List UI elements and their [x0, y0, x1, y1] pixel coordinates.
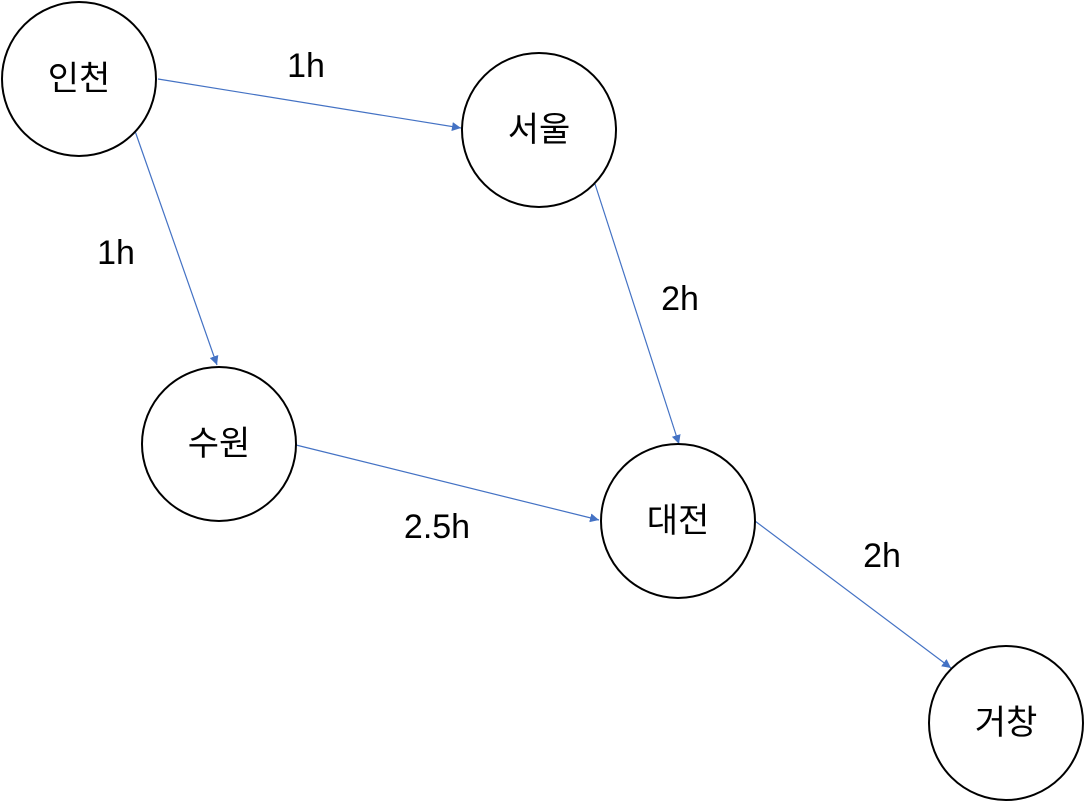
edge-suwon-daejeon: [295, 444, 600, 523]
edge-label-incheon-suwon: 1h: [97, 234, 135, 272]
node-label-incheon: 인천: [48, 59, 111, 99]
edge-label-seoul-daejeon: 2h: [661, 280, 699, 318]
node-label-suwon: 수원: [188, 424, 251, 464]
edge-daejeon-geochang: [754, 520, 952, 669]
node-daejeon: 대전: [600, 443, 756, 599]
node-incheon: 인천: [1, 1, 157, 157]
node-label-geochang: 거창: [975, 703, 1038, 743]
edge-label-incheon-seoul: 1h: [287, 47, 325, 85]
node-suwon: 수원: [141, 366, 297, 522]
node-label-daejeon: 대전: [647, 501, 710, 541]
edge-label-daejeon-geochang: 2h: [863, 537, 901, 575]
node-seoul: 서울: [461, 52, 617, 208]
edge-label-suwon-daejeon: 2.5h: [404, 508, 470, 546]
node-geochang: 거창: [928, 645, 1084, 801]
node-label-seoul: 서울: [508, 110, 571, 150]
edge-seoul-daejeon: [594, 183, 681, 445]
edge-incheon-seoul: [157, 78, 462, 132]
edge-incheon-suwon: [134, 130, 219, 366]
